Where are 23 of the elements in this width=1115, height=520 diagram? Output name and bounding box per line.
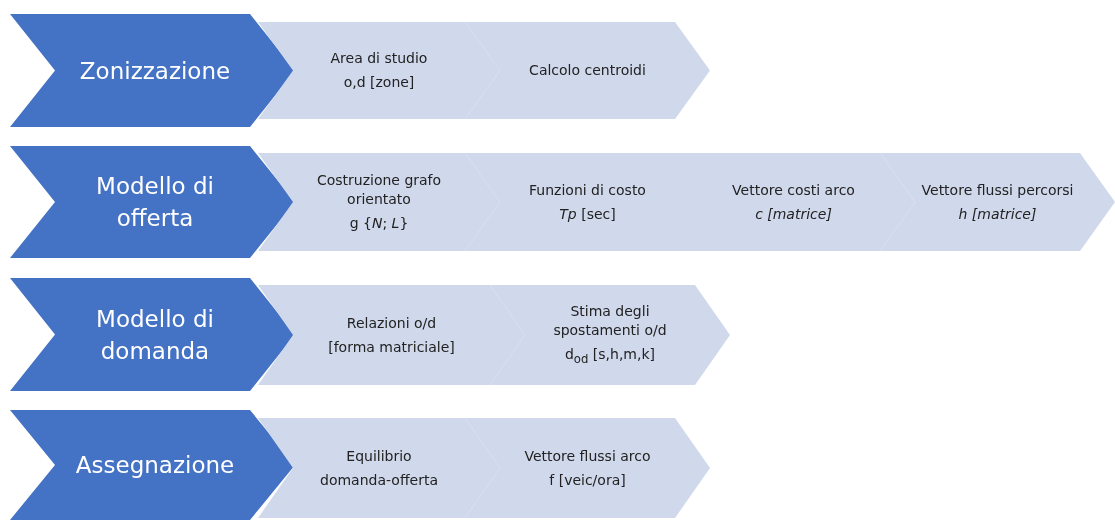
step-text: o,d [zone]	[343, 73, 415, 92]
step-text: domanda-offerta	[320, 470, 438, 490]
step-text: [forma matriciale]	[328, 337, 455, 357]
step-text: Area di studio	[330, 49, 428, 68]
step-text: c [matrice]	[755, 204, 832, 224]
step-text: Costruzione grafo orientato	[315, 171, 443, 209]
stage-title: Assegnazione	[75, 451, 235, 480]
stage-title: Modello di domanda	[95, 304, 215, 366]
step-text: g {N; L}	[349, 214, 409, 233]
step-text: Funzioni di costo	[529, 180, 646, 200]
step-text: Stima degli spostamenti o/d	[552, 301, 668, 340]
step-text: Calcolo centroidi	[529, 61, 646, 80]
step-text: Vettore costi arco	[732, 180, 855, 200]
stage-title: Modello di offerta	[95, 172, 215, 233]
step-text: d$_{od}$ [s,h,m,k]	[564, 344, 656, 368]
step-text: Tp [sec]	[559, 204, 616, 224]
step-text: Relazioni o/d	[346, 313, 437, 333]
step-text: h [matrice]	[958, 204, 1037, 224]
step-text: Vettore flussi arco	[524, 446, 651, 466]
step-text: Equilibrio	[346, 446, 412, 466]
step-text: f [veic/ora]	[549, 470, 626, 490]
step-text: Vettore flussi percorsi	[921, 180, 1074, 200]
stage-title: Zonizzazione	[79, 56, 231, 86]
